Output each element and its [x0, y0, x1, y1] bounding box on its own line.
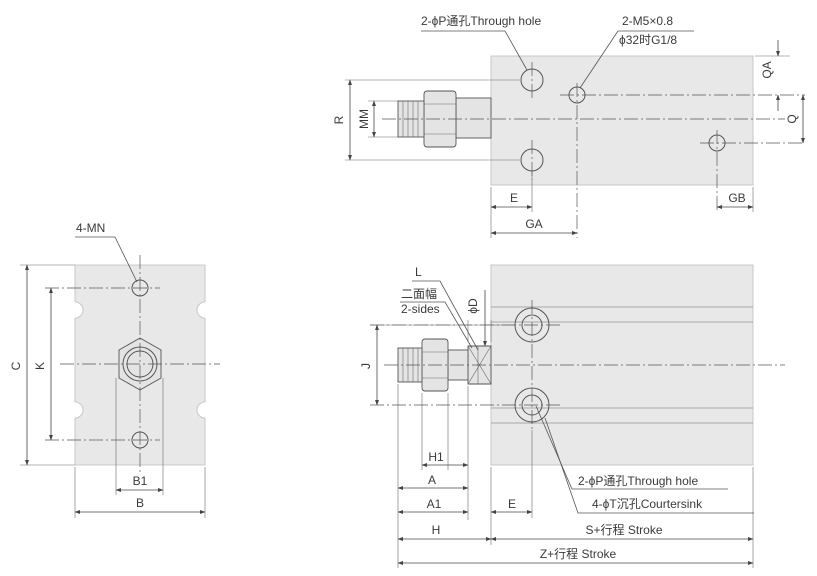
dim-C: C: [9, 361, 23, 370]
dim-H: H: [432, 523, 441, 537]
top-view-cylinder-body: [490, 55, 754, 186]
top-port-32-label: ϕ32时G1/8: [619, 33, 677, 47]
side-two-sides-cn: 二面幅: [401, 286, 437, 301]
top-view-piston-rod: [455, 97, 492, 139]
end-mn-label: 4-MN: [76, 221, 105, 235]
side-two-sides-en: 2-sides: [401, 302, 440, 316]
dim-GA: GA: [525, 217, 542, 231]
dim-E-top: E: [510, 191, 518, 205]
top-through-hole-label: 2-ϕP通孔Through hole: [421, 14, 541, 28]
side-through-hole-label: 2-ϕP通孔Through hole: [578, 474, 698, 488]
dim-J: J: [359, 363, 373, 369]
dim-GB: GB: [728, 191, 745, 205]
dim-S-stroke: S+行程 Stroke: [585, 522, 662, 537]
side-countersink-label: 4-ϕT沉孔Courtersink: [592, 497, 703, 511]
dim-H1: H1: [428, 450, 444, 464]
end-view: 4-MN C K B1 B: [9, 221, 220, 518]
dim-A: A: [428, 473, 436, 487]
dim-MM: MM: [357, 109, 371, 129]
dim-phiD: ϕD: [466, 298, 480, 314]
dim-B1: B1: [133, 474, 148, 488]
top-port-thread-label: 2-M5×0.8: [622, 14, 673, 28]
dim-QA: QA: [760, 61, 774, 78]
dim-Q: Q: [785, 114, 799, 123]
dim-B: B: [136, 496, 144, 510]
dim-Z-stroke: Z+行程 Stroke: [540, 546, 617, 561]
side-L-label: L: [415, 265, 422, 279]
top-view: 2-ϕP通孔Through hole 2-M5×0.8 ϕ32时G1/8 QA …: [332, 14, 805, 238]
dim-R: R: [332, 115, 346, 124]
side-view: L 二面幅 2-sides ϕD J H1 A A1 E H S+行程 Stro…: [359, 264, 785, 568]
dim-K: K: [33, 362, 47, 370]
dim-E-side: E: [508, 497, 516, 511]
dim-A1: A1: [427, 497, 442, 511]
